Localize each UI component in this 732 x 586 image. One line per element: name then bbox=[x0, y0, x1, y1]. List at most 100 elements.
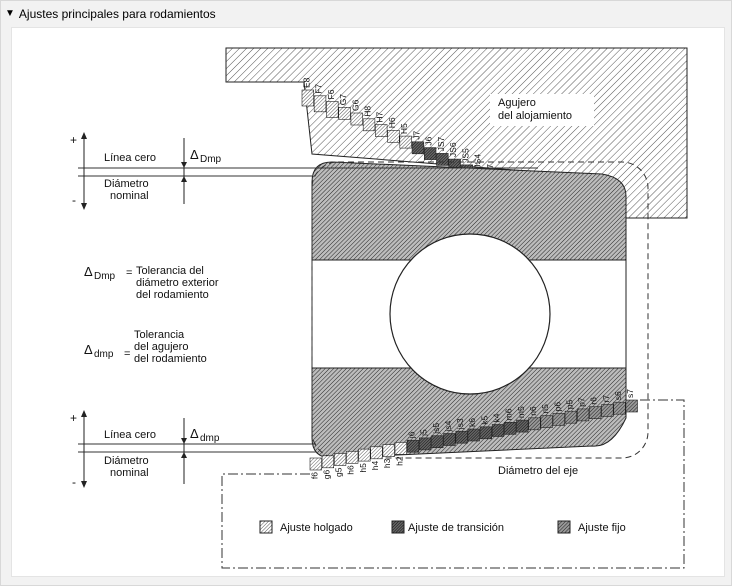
shaft-fit-label-m5: m5 bbox=[516, 406, 526, 418]
shaft-fit-zone-m6 bbox=[504, 421, 517, 435]
delta-def-inner: Δ bbox=[84, 342, 93, 357]
shaft-fit-label-j6: j6 bbox=[407, 431, 417, 439]
shaft-fit-zone-h4 bbox=[370, 446, 383, 460]
shaft-fit-label-p7: p7 bbox=[577, 397, 587, 407]
housing-fit-zone-h8 bbox=[362, 118, 376, 132]
shaft-fit-zone-p6 bbox=[552, 413, 565, 426]
shaft-fit-label-js4: js4 bbox=[443, 420, 453, 432]
housing-fit-zone-f6 bbox=[326, 101, 339, 118]
shaft-fit-label-j5: j5 bbox=[419, 429, 429, 437]
outer-def-2: diámetro exterior bbox=[136, 277, 219, 289]
shaft-fit-zone-h5 bbox=[358, 448, 371, 462]
shaft-fit-zone-f6 bbox=[309, 457, 322, 471]
shaft-fit-label-s6: s6 bbox=[613, 391, 623, 400]
housing-fit-label-j6: J6 bbox=[424, 136, 434, 145]
zero-line-label-upper: Línea cero bbox=[104, 152, 156, 164]
shaft-fit-label-k6: k6 bbox=[467, 418, 477, 427]
definitions: Δ Dmp = Tolerancia del diámetro exterior… bbox=[84, 264, 219, 365]
section-header[interactable]: ▼ Ajustes principales para rodamientos bbox=[5, 3, 216, 25]
shaft-fit-label-g5: g5 bbox=[334, 467, 344, 477]
housing-fit-label-g7: G7 bbox=[338, 94, 348, 106]
housing-fit-zone-h6 bbox=[387, 130, 400, 143]
shaft-fit-zone-r6 bbox=[589, 406, 602, 420]
shaft-fit-zone-s7 bbox=[625, 399, 638, 413]
shaft-outline bbox=[221, 399, 685, 569]
minus-sign-upper: - bbox=[72, 193, 76, 207]
delta-sub-upper: Dmp bbox=[200, 154, 222, 165]
legend-swatch-fixed bbox=[557, 520, 571, 534]
delta-symbol-upper: Δ bbox=[190, 147, 199, 162]
nominal-label-lower-1: Diámetro bbox=[104, 455, 149, 467]
legend-label-fixed: Ajuste fijo bbox=[578, 522, 626, 534]
housing-fit-label-h7: H7 bbox=[375, 111, 385, 122]
shaft-fit-zone-g5 bbox=[333, 453, 347, 466]
shaft-fit-label-r6: r6 bbox=[589, 397, 599, 405]
shaft-fit-label-g6: g6 bbox=[321, 470, 331, 480]
housing-fit-label-h5: H5 bbox=[399, 123, 409, 134]
eq-sign-inner: = bbox=[124, 348, 130, 360]
shaft-fit-label-f6: f6 bbox=[309, 472, 319, 479]
triangle-down-icon[interactable]: ▼ bbox=[5, 8, 15, 19]
zero-line-label-lower: Línea cero bbox=[104, 429, 156, 441]
housing-fit-zone-g7 bbox=[338, 107, 351, 120]
legend-label-transition: Ajuste de transición bbox=[408, 522, 504, 534]
plus-sign-upper: + bbox=[70, 133, 77, 147]
minus-sign-lower: - bbox=[72, 475, 76, 489]
delta-sub-lower: dmp bbox=[200, 433, 220, 444]
shaft-fit-label-m6: m6 bbox=[504, 408, 514, 420]
shaft-fit-label-p6: p6 bbox=[552, 402, 562, 412]
nominal-label-upper-2: nominal bbox=[110, 190, 149, 202]
inner-def-3: del rodamiento bbox=[134, 353, 207, 365]
shaft-fit-zone-s6 bbox=[613, 401, 626, 415]
housing-fit-label-h6: H6 bbox=[387, 117, 397, 128]
bearing-envelope bbox=[311, 161, 649, 459]
outer-def-1: Tolerancia del bbox=[136, 265, 204, 277]
shaft-fit-zone-p7 bbox=[576, 408, 590, 422]
housing-fit-label-f7: F7 bbox=[314, 84, 324, 94]
shaft-fit-label-js3: js3 bbox=[455, 418, 465, 430]
shaft-fit-zone-k5 bbox=[479, 426, 493, 440]
legend-swatch-transition bbox=[391, 520, 405, 534]
shaft-fit-label-n6: n6 bbox=[528, 406, 538, 416]
housing-fit-zone-js7 bbox=[436, 153, 449, 166]
housing-fit-label-f6: F6 bbox=[326, 89, 336, 99]
shaft-fit-zone-js4 bbox=[443, 433, 456, 446]
legend-label-loose: Ajuste holgado bbox=[280, 522, 353, 534]
shaft-fit-label-h2: h2 bbox=[394, 456, 404, 466]
plus-sign-lower: + bbox=[70, 411, 77, 425]
housing-fit-label-js5: JS5 bbox=[460, 148, 470, 163]
shaft-fit-zone-k4 bbox=[491, 424, 505, 437]
rolling-ball bbox=[389, 233, 551, 395]
shaft-fit-label-k5: k5 bbox=[479, 416, 489, 425]
housing-fit-label-g6: G6 bbox=[350, 99, 360, 111]
nominal-label-upper-1: Diámetro bbox=[104, 178, 149, 190]
nominal-label-lower-2: nominal bbox=[110, 467, 149, 479]
housing-fit-zone-h5 bbox=[399, 135, 412, 149]
delta-def-outer: Δ bbox=[84, 264, 93, 279]
shaft-fit-zone-m5 bbox=[516, 419, 529, 433]
shaft-fit-zone-h2 bbox=[394, 442, 407, 455]
shaft-fit-label-p5: p5 bbox=[564, 399, 574, 409]
shaft-fit-zone-p5 bbox=[564, 410, 577, 424]
shaft-fit-zone-n6 bbox=[528, 417, 541, 431]
shaft-label: Diámetro del eje bbox=[498, 465, 578, 477]
shaft-fit-zone-h3 bbox=[382, 444, 395, 457]
outer-def-3: del rodamiento bbox=[136, 289, 209, 301]
legend-swatch-loose bbox=[259, 520, 273, 534]
shaft-fit-label-js5: js5 bbox=[431, 423, 441, 435]
eq-sign-outer: = bbox=[126, 267, 132, 279]
housing-fit-label-h8: H8 bbox=[363, 106, 373, 117]
delta-symbol-lower: Δ bbox=[190, 426, 199, 441]
shaft-fit-label-s7: s7 bbox=[625, 389, 635, 398]
inner-ring bbox=[311, 367, 627, 459]
shaft-fit-label-h5: h5 bbox=[358, 463, 368, 473]
shaft-fit-zone-j6 bbox=[406, 439, 420, 453]
delta-def-inner-sub: dmp bbox=[94, 349, 114, 360]
section-title: Ajustes principales para rodamientos bbox=[18, 7, 216, 21]
shaft-fit-zones bbox=[309, 399, 638, 471]
inner-def-2: del agujero bbox=[134, 341, 188, 353]
